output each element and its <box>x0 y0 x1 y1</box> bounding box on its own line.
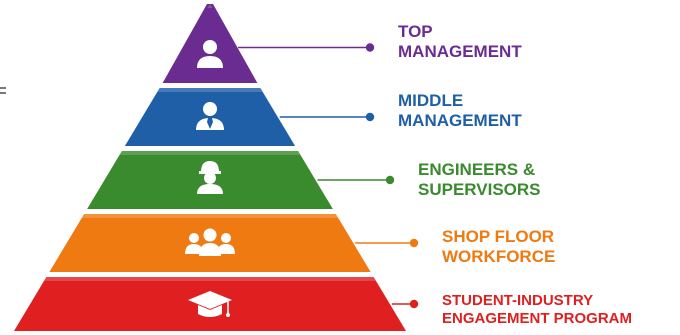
tier-highlight <box>81 214 339 218</box>
tier-highlight <box>119 151 301 155</box>
tier-label-line: TOP <box>398 22 433 41</box>
tier-label-line: WORKFORCE <box>442 247 556 267</box>
tier-highlight <box>157 88 263 92</box>
connector-dot <box>365 43 375 52</box>
tier-label-line: STUDENT-INDUSTRY <box>442 292 594 309</box>
tier-label-line: ENGINEERS & <box>418 160 536 179</box>
tier-engineers-supervisors <box>87 151 395 209</box>
tier-highlight <box>43 277 377 281</box>
edge-mark-fragment <box>0 87 6 94</box>
tier-label-engineers-supervisors: ENGINEERS &SUPERVISORS <box>418 160 541 201</box>
connector-dot <box>385 175 395 185</box>
tier-label-line: MANAGEMENT <box>398 42 522 62</box>
tier-highlight <box>207 4 213 8</box>
tier-label-line: MANAGEMENT <box>398 111 522 131</box>
tier-student-industry-engagement <box>14 277 419 331</box>
tier-band <box>124 88 296 146</box>
connector-dot <box>409 299 419 309</box>
tier-top-management <box>162 4 375 83</box>
tier-label-line: ENGAGEMENT PROGRAM <box>442 310 633 327</box>
tier-label-line: MIDDLE <box>398 91 464 110</box>
tier-label-line: SUPERVISORS <box>418 180 541 200</box>
tier-middle-management <box>124 88 375 146</box>
tier-shop-floor-workforce <box>49 214 419 272</box>
connector-dot <box>365 112 375 122</box>
connector-dot <box>409 238 419 248</box>
tier-label-line: SHOP FLOOR <box>442 227 555 246</box>
